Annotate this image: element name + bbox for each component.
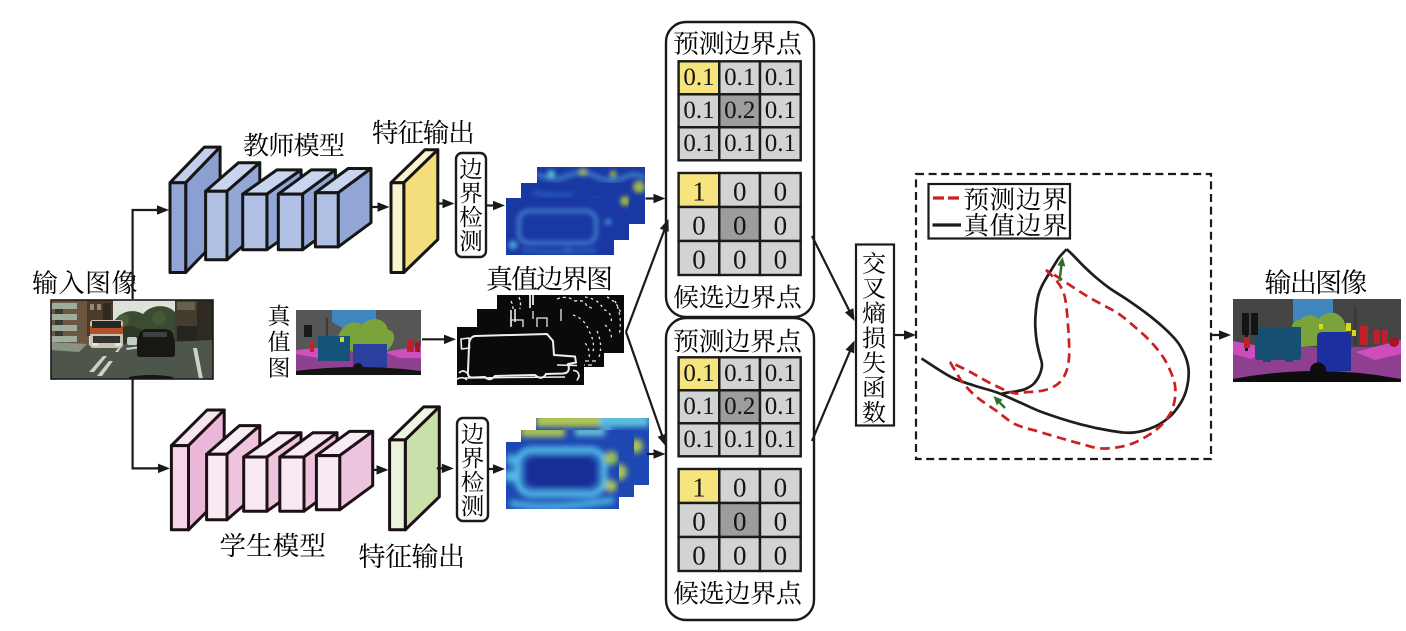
svg-text:0.2: 0.2 bbox=[724, 393, 755, 420]
svg-text:0.1: 0.1 bbox=[724, 130, 755, 157]
svg-text:0.1: 0.1 bbox=[724, 64, 755, 91]
svg-text:0: 0 bbox=[733, 506, 747, 536]
svg-text:0.1: 0.1 bbox=[724, 426, 755, 453]
svg-text:1: 1 bbox=[692, 472, 706, 502]
svg-text:0.1: 0.1 bbox=[765, 130, 796, 157]
svg-text:0: 0 bbox=[692, 210, 706, 240]
svg-text:0.1: 0.1 bbox=[683, 360, 714, 387]
svg-text:0: 0 bbox=[692, 506, 706, 536]
svg-text:0: 0 bbox=[733, 244, 747, 274]
svg-text:0.2: 0.2 bbox=[724, 97, 755, 124]
svg-text:0: 0 bbox=[774, 540, 788, 570]
svg-text:0.1: 0.1 bbox=[683, 426, 714, 453]
svg-text:0: 0 bbox=[774, 244, 788, 274]
svg-text:0.1: 0.1 bbox=[683, 97, 714, 124]
svg-text:0.1: 0.1 bbox=[683, 64, 714, 91]
svg-text:0.1: 0.1 bbox=[724, 360, 755, 387]
svg-text:0: 0 bbox=[733, 540, 747, 570]
svg-text:0: 0 bbox=[692, 244, 706, 274]
svg-text:0: 0 bbox=[774, 506, 788, 536]
svg-text:0.1: 0.1 bbox=[765, 360, 796, 387]
svg-text:0.1: 0.1 bbox=[765, 426, 796, 453]
svg-text:0.1: 0.1 bbox=[765, 97, 796, 124]
svg-text:1: 1 bbox=[692, 176, 706, 206]
svg-text:0: 0 bbox=[733, 210, 747, 240]
svg-text:0: 0 bbox=[774, 472, 788, 502]
svg-text:0.1: 0.1 bbox=[765, 393, 796, 420]
svg-text:0: 0 bbox=[774, 176, 788, 206]
svg-text:0: 0 bbox=[733, 176, 747, 206]
svg-text:0: 0 bbox=[733, 472, 747, 502]
svg-text:0.1: 0.1 bbox=[683, 130, 714, 157]
svg-text:0: 0 bbox=[774, 210, 788, 240]
svg-text:0.1: 0.1 bbox=[765, 64, 796, 91]
svg-text:0.1: 0.1 bbox=[683, 393, 714, 420]
svg-text:0: 0 bbox=[692, 540, 706, 570]
